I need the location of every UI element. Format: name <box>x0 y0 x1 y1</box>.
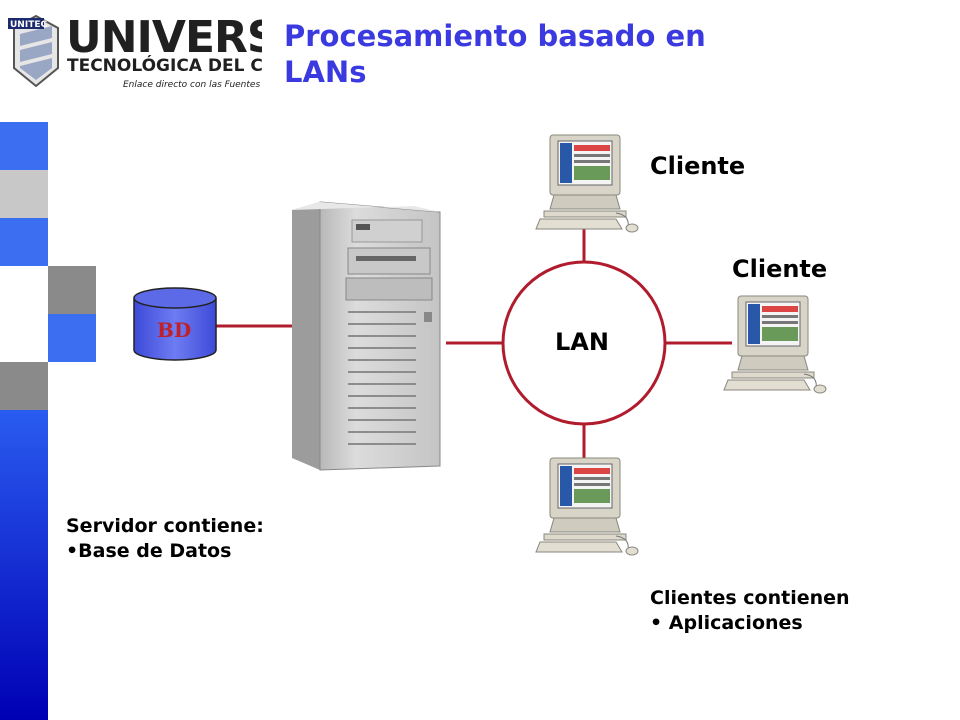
slide-title-line2: LANs <box>284 55 367 89</box>
logo-tag-text: UNITEC <box>10 20 47 30</box>
server-note-item: •Base de Datos <box>66 540 232 562</box>
client-note-item: • Aplicaciones <box>650 612 803 634</box>
client-top-label: Cliente <box>650 152 746 180</box>
logo-line1: UNIVERSIDAD <box>66 12 262 63</box>
lan-label: LAN <box>555 328 609 356</box>
logo-line2: TECNOLÓGICA DEL CENTRO <box>67 54 262 76</box>
server-note: Servidor contiene: •Base de Datos <box>66 514 264 564</box>
server-note-heading: Servidor contiene: <box>66 515 264 537</box>
client-note: Clientes contienen • Aplicaciones <box>650 586 850 636</box>
server-tower <box>292 201 441 471</box>
slide-title: Procesamiento basado en LANs <box>284 18 784 90</box>
database-cylinder <box>133 287 217 361</box>
slide-title-line1: Procesamiento basado en <box>284 19 706 53</box>
database-label: BD <box>157 318 192 342</box>
client-note-heading: Clientes contienen <box>650 587 850 609</box>
client-workstation-top <box>535 134 639 233</box>
decorative-side-bar <box>0 122 96 720</box>
logo-line3: Enlace directo con las Fuentes de Empleo <box>123 80 262 90</box>
client-workstation-bottom <box>535 457 639 556</box>
client-workstation-right <box>723 295 827 394</box>
lan-ring <box>501 260 667 426</box>
university-logo: UNITEC UNIVERSIDAD TECNOLÓGICA DEL CENTR… <box>8 12 262 90</box>
client-right-label: Cliente <box>732 255 828 283</box>
